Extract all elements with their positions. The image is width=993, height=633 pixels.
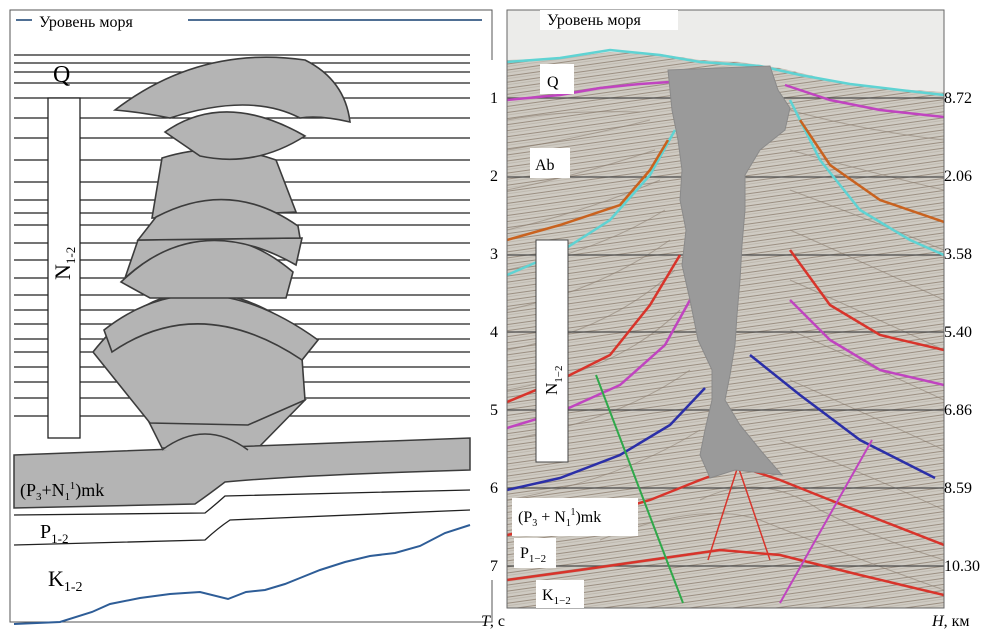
fault-magenta: [779, 439, 873, 604]
seabed-horizon: [507, 48, 944, 97]
depth-tick: 10.30: [944, 558, 980, 575]
svg-text:N1-2: N1-2: [50, 247, 78, 280]
k-top-horizon: [507, 548, 944, 597]
p-label-right: P1−2: [520, 545, 546, 565]
k-bedrock-line: [13, 524, 471, 625]
time-tick: 7: [490, 558, 498, 575]
k-label-bg-right: [536, 580, 584, 608]
depth-axis-ticks: 8.72 2.06 3.58 5.40 6.86 8.59 10.30: [944, 90, 980, 575]
p-label-bg-right: [514, 538, 556, 568]
ab-label-bg: [530, 148, 570, 178]
time-tick: 1: [490, 90, 498, 107]
mk-top-horizon-right: [749, 354, 936, 480]
fault-red-right: [737, 465, 771, 561]
sea-level-label-right: Уровень моря: [547, 12, 641, 29]
q-base-horizon-left: [507, 80, 671, 102]
n-horizon-magenta-right: [789, 299, 944, 387]
mk-label-left: (P3+N11)mk: [20, 480, 104, 503]
time-tick: 4: [490, 324, 498, 341]
ab-base-horizon-right: [788, 99, 944, 257]
depth-tick: 6.86: [944, 402, 972, 419]
depth-tick: 5.40: [944, 324, 972, 341]
p-label-left: P1-2: [40, 521, 68, 546]
mk-top-horizon-left: [507, 387, 706, 492]
time-tick: 6: [490, 480, 498, 497]
q-base-horizon-right: [784, 83, 944, 119]
mk-label-bg-right: [512, 498, 638, 536]
fault-green: [595, 374, 684, 604]
p-layer-top: [13, 489, 471, 516]
right-panel: Уровень моря Q Ab N1−2 (P3 + N11)mk P1−2…: [478, 9, 980, 630]
q-label-left: Q: [53, 62, 70, 88]
n-label-box-right: [535, 239, 569, 463]
ab-horizon-orange-right: [798, 119, 944, 224]
diapir-body: [91, 56, 351, 449]
time-tick: 3: [490, 246, 498, 263]
time-axis-title: T, с: [481, 613, 505, 630]
depth-tick: 8.59: [944, 480, 972, 497]
q-label-bg-right: [540, 64, 574, 94]
depth-axis-title: H, км: [931, 613, 969, 630]
right-panel-frame: [506, 9, 945, 609]
p-layer-bottom: [13, 509, 471, 546]
time-axis-ticks: 1 2 3 4 5 6 7: [490, 90, 498, 575]
n-formation-column: [47, 97, 81, 439]
salt-diapir-right: [667, 65, 791, 479]
sea-level-label-left: Уровень моря: [39, 14, 133, 31]
depth-tick: 2.06: [944, 168, 972, 185]
fault-red-left: [707, 465, 739, 561]
k-label-right: K1−2: [542, 587, 571, 607]
time-axis-strip: [478, 60, 506, 580]
depth-tick: 3.58: [944, 246, 972, 263]
n-label-left: N1-2: [50, 247, 78, 280]
ab-label-right: Ab: [535, 157, 555, 174]
time-tick: 2: [490, 168, 498, 185]
svg-text:N1−2: N1−2: [542, 366, 565, 396]
mk-layer: [13, 437, 471, 509]
q-label-right: Q: [547, 74, 559, 91]
mk-label-right: (P3 + N11)mk: [518, 507, 601, 529]
time-tick: 5: [490, 402, 498, 419]
left-panel: Уровень моря: [9, 9, 493, 625]
mk-dome: [161, 433, 249, 451]
n-label-right: N1−2: [542, 366, 565, 396]
n-horizon-red-right: [788, 249, 944, 352]
ab-horizon-orange-left: [507, 139, 670, 242]
sea-level-label-bg-right: [540, 10, 678, 30]
k-label-left: K1-2: [48, 566, 83, 595]
depth-tick: 8.72: [944, 90, 972, 107]
